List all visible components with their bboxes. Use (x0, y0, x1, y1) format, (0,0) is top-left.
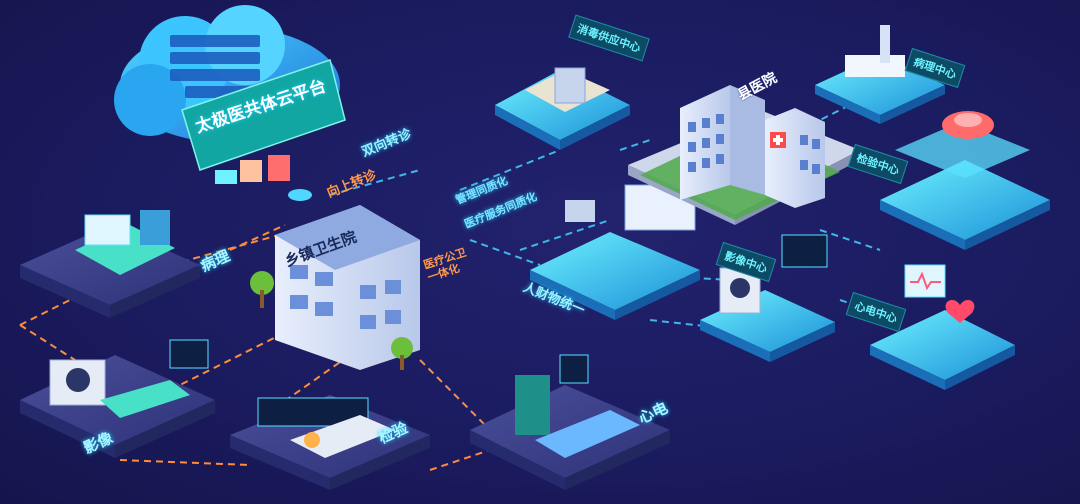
pad-pathology (20, 210, 200, 318)
pad-imaging-center (700, 234, 835, 362)
pad-disinfection (495, 67, 630, 150)
county-hospital-building (628, 85, 860, 225)
pad-ecg (470, 354, 670, 490)
pad-imaging (20, 339, 215, 458)
pad-lab-center (880, 111, 1050, 250)
cloud-platform (114, 5, 346, 201)
pad-ecg-center (870, 264, 1015, 390)
township-building (250, 205, 420, 370)
pad-lab (230, 395, 430, 490)
